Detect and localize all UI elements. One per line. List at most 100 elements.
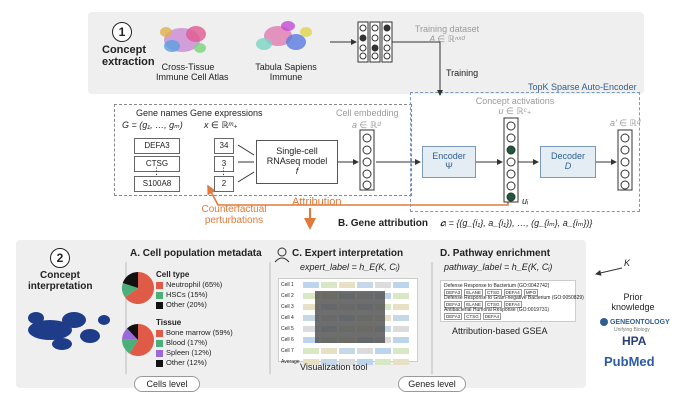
vis-gene-chip: [393, 337, 409, 343]
gsea-term: Defense Response to Gram-negative Bacter…: [444, 295, 584, 301]
gsea-entry: Antibacterial Humoral Response (GO:00197…: [444, 307, 549, 320]
step-1-badge: 1: [112, 22, 132, 42]
geneontology-icon: [600, 318, 608, 326]
pie-slice: [125, 272, 154, 304]
legend-label: Other (12%): [166, 358, 207, 367]
vis-gene-chip: [393, 282, 409, 288]
attribution-label: Attribution: [292, 196, 342, 208]
gene-value-ellipsis: ⋮: [219, 166, 228, 176]
pie-slice: [122, 328, 138, 340]
gsea-gene-chip: DEFA4: [503, 301, 522, 308]
vis-gene-chip: [303, 315, 319, 321]
vis-row-label: Average: [281, 359, 300, 366]
vis-row[interactable]: Cell 7: [281, 348, 411, 357]
section-c-title: C. Expert interpretation: [292, 248, 404, 259]
tissue-pie-chart: [122, 324, 154, 356]
geneontology-logo: GENEONTOLOGY: [600, 318, 670, 326]
gene-attribution-title: B. Gene attribution: [338, 218, 428, 229]
gene-attribution-math: 𝒄ᵢ = {(g_{i₁}, a_{i₁}), …, (g_{iₘ}, a_{i…: [440, 218, 593, 228]
legend-label: Bone marrow (59%): [166, 328, 233, 337]
gsea-gene-chip: CTSG: [464, 313, 481, 320]
gsea-gene-chip: CTSG: [485, 289, 502, 296]
vis-gene-chip: [303, 348, 319, 354]
vis-gene-chip: [393, 293, 409, 299]
gsea-gene-chip: CTSG: [485, 301, 502, 308]
step-2-badge: 2: [50, 248, 70, 268]
pie-slice: [127, 324, 138, 340]
gsea-gene-chip: DEFA4: [482, 313, 502, 320]
pathway-label-math: pathway_label = h_E(K, Cᵢ): [444, 262, 553, 272]
vis-gene-chip: [357, 359, 373, 365]
legend-swatch: [156, 282, 163, 289]
gsea-gene-chip: DEFA3: [444, 289, 463, 296]
section-a-title: A. Cell population metadata: [130, 248, 262, 259]
gene-value-box: 3: [214, 156, 234, 172]
reconstruction-math: a′ ∈ ℝᵈ: [610, 118, 641, 128]
gsea-label: Attribution-based GSEA: [452, 326, 548, 336]
vis-row-label: Cell 1: [281, 282, 294, 289]
cell-type-title: Cell type: [156, 270, 190, 279]
gsea-gene-chip: ELANE: [464, 289, 484, 296]
vis-row-label: Cell 4: [281, 315, 294, 322]
vis-row-label: Cell 3: [281, 304, 294, 311]
gsea-gene-chip: DEFA3: [444, 313, 463, 320]
section-d-title: D. Pathway enrichment: [440, 248, 551, 259]
cell-embedding-label: Cell embedding: [336, 108, 399, 118]
vis-row-label: Cell 5: [281, 326, 294, 333]
legend-label: Blood (17%): [166, 338, 208, 347]
vis-gene-chip: [303, 304, 319, 310]
cells-level-pill: Cells level: [134, 376, 200, 392]
legend-swatch: [156, 330, 163, 337]
vis-gene-chip: [321, 282, 337, 288]
sae-title: TopK Sparse Auto-Encoder: [528, 82, 637, 92]
vis-gene-chip: [375, 359, 391, 365]
legend-swatch: [156, 292, 163, 299]
vis-row[interactable]: Cell 1: [281, 282, 411, 291]
vis-gene-chip: [339, 348, 355, 354]
hpa-logo: HPA: [622, 334, 647, 348]
cell-type-pie-chart: [122, 272, 154, 304]
vis-gene-chip: [393, 359, 409, 365]
geneontology-sub: Unifying Biology: [614, 327, 650, 333]
pie-slice: [122, 338, 138, 354]
vis-gene-chip: [357, 348, 373, 354]
expert-label-math: expert_label = h_E(K, Cᵢ): [300, 262, 400, 272]
vis-gene-chip: [303, 293, 319, 299]
gsea-gene-chip: ELANE: [464, 301, 484, 308]
vis-row-label: Cell 6: [281, 337, 294, 344]
vis-gene-chip: [321, 359, 337, 365]
vis-gene-chip: [375, 282, 391, 288]
gene-expressions-math: x ∈ ℝᵐ₊: [204, 120, 238, 130]
legend-swatch: [156, 340, 163, 347]
gsea-term: Defense Response to Bacterium (GO:004274…: [444, 283, 550, 289]
pubmed-logo: PubMed: [604, 354, 655, 369]
vis-gene-chip: [393, 348, 409, 354]
vis-row[interactable]: Average: [281, 359, 411, 368]
vis-gene-chip: [393, 315, 409, 321]
pipeline-dashed-box: [114, 104, 412, 196]
training-label: Training: [446, 68, 479, 78]
vis-gene-chip: [303, 359, 319, 365]
gene-name-box: CTSG: [134, 156, 180, 172]
pie-slice: [129, 324, 154, 356]
sae-dashed-box: [410, 92, 640, 212]
pie-slice: [122, 283, 138, 298]
legend-label: Spleen (12%): [166, 348, 212, 357]
u-i-label: uᵢ: [522, 196, 529, 206]
gsea-gene-chip: DEFA4: [503, 289, 522, 296]
tissue-title: Tissue: [156, 318, 182, 327]
vis-gene-chip: [339, 282, 355, 288]
vis-gene-chip: [303, 326, 319, 332]
visualization-tooltip: [315, 291, 385, 343]
